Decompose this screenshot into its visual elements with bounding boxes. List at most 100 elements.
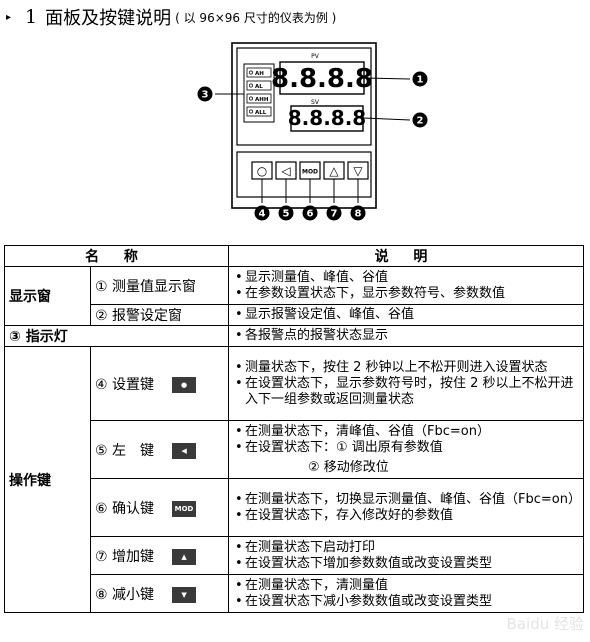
callout-number: 8 — [355, 209, 362, 220]
section-title: 面板及按键说明 — [45, 8, 172, 29]
keypad-buttons: ○ ◁ MOD △ ▽ — [251, 161, 369, 180]
desc-item: 在设置状态下减小参数数值或改变设置类型 — [235, 594, 579, 610]
table-row: ⑧ 减小键▼ 在测量状态下，清测量值 在设置状态下减小参数数值或改变设置类型 — [5, 574, 584, 613]
table-header-row: 名 称 说 明 — [4, 245, 584, 267]
section-number: 1 — [25, 6, 38, 28]
callout-4: 4 — [254, 179, 270, 221]
row-name: ① 测量值显示窗 — [90, 266, 229, 305]
key-symbol: MOD — [302, 169, 318, 176]
row-name: ④ 设置键● — [90, 346, 229, 421]
indicator-label: ALL — [255, 110, 267, 116]
desc-item: 显示报警设定值、峰值、谷值 — [235, 307, 579, 323]
row-description: 显示测量值、峰值、谷值 在参数设置状态下，显示参数符号、参数数值 — [228, 266, 584, 305]
callout-1: 1 — [361, 71, 428, 87]
desc-item: 在参数设置状态下，显示参数符号、参数数值 — [235, 286, 579, 302]
table-row: ② 报警设定窗 显示报警设定值、峰值、谷值 — [5, 304, 584, 326]
table-row: 显示窗 ① 测量值显示窗 显示测量值、峰值、谷值 在参数设置状态下，显示参数符号… — [4, 266, 584, 326]
desc-item: 在测量状态下，清测量值 — [235, 578, 579, 594]
section-heading: ▸ 1 面板及按键说明 ( 以 96×96 尺寸的仪表为例 ) — [6, 6, 337, 29]
set-key-icon: ● — [172, 376, 197, 393]
indicator-name: ③ 指示灯 — [4, 325, 229, 347]
indicator-al: AL — [246, 80, 272, 91]
section-note: ( 以 96×96 尺寸的仪表为例 ) — [175, 10, 337, 25]
desc-item: 各报警点的报警状态显示 — [235, 328, 579, 344]
panel-key[interactable]: MOD — [299, 161, 321, 180]
keypad-area — [236, 151, 372, 198]
instrument-panel-diagram: PV 8.8.8.8 SV 8.8.8.8 AH AL AHH ALL ○ ◁ MOD △ ▽… — [197, 42, 428, 221]
display-area — [236, 47, 372, 146]
table-row: ⑦ 增加键▲ 在测量状态下启动打印 在设置状态下增加参数数值或改变设置类型 — [5, 536, 584, 575]
desc-item: 在设置状态下：① 调出原有参数值 — [235, 440, 579, 456]
row-description: 显示报警设定值、峰值、谷值 — [228, 304, 584, 326]
desc-item: 在设置状态下，存入修改好的参数值 — [235, 508, 579, 524]
panel-key[interactable]: ▽ — [347, 161, 369, 180]
row-description: 在测量状态下，清测量值 在设置状态下减小参数数值或改变设置类型 — [228, 574, 584, 613]
panel-key[interactable]: ◁ — [275, 161, 297, 180]
watermark: Baidu 经验 — [506, 615, 584, 633]
desc-item: 在测量状态下，清峰值、谷值（Fbc=on） — [235, 424, 579, 440]
callout-number: 1 — [417, 75, 424, 86]
row-name: ⑤ 左 键◀ — [90, 420, 229, 479]
indicator-ahh: AHH — [246, 93, 272, 104]
callout-number: 6 — [307, 209, 314, 220]
row-description: 测量状态下，按住 2 秒钟以上不松开则进入设置状态 在设置状态下，显示参数符号时… — [228, 346, 584, 421]
panel-key[interactable]: ○ — [251, 161, 273, 180]
row-name: ⑦ 增加键▲ — [90, 536, 229, 575]
row-description: 在测量状态下启动打印 在设置状态下增加参数数值或改变设置类型 — [228, 536, 584, 575]
indicator-lamps: AH AL AHH ALL — [246, 67, 272, 117]
desc-item: 显示测量值、峰值、谷值 — [235, 270, 579, 286]
left-key-icon: ◀ — [172, 442, 197, 459]
sv-label: SV — [311, 99, 320, 106]
callout-number: 5 — [283, 209, 290, 220]
indicator-group — [243, 63, 275, 123]
callout-number: 7 — [331, 209, 338, 220]
callout-5: 5 — [278, 179, 294, 221]
callout-8: 8 — [350, 179, 366, 221]
callout-6: 6 — [302, 179, 318, 221]
table-row: 操作键 ④ 设置键● 测量状态下，按住 2 秒钟以上不松开则进入设置状态 在设置… — [4, 346, 584, 613]
desc-item: 测量状态下，按住 2 秒钟以上不松开则进入设置状态 — [235, 360, 579, 376]
row-description: 在测量状态下，清峰值、谷值（Fbc=on） 在设置状态下：① 调出原有参数值 ②… — [228, 420, 584, 479]
callout-3: 3 — [197, 86, 244, 102]
key-symbol: ▽ — [353, 164, 363, 178]
callout-7: 7 — [326, 179, 342, 221]
desc-subitem: ② 移动修改位 — [308, 460, 389, 475]
indicator-ah: AH — [246, 67, 272, 78]
callout-number: 4 — [259, 209, 266, 220]
spec-table: 名 称 说 明 显示窗 ① 测量值显示窗 显示测量值、峰值、谷值 在参数设置状态… — [4, 245, 584, 613]
header-description: 说 明 — [228, 245, 584, 267]
key-symbol: △ — [329, 164, 339, 178]
table-row: ③ 指示灯 各报警点的报警状态显示 — [4, 325, 584, 347]
key-symbol: ◁ — [280, 164, 290, 178]
callout-number: 3 — [202, 90, 209, 101]
table-row: ⑤ 左 键◀ 在测量状态下，清峰值、谷值（Fbc=on） 在设置状态下：① 调出… — [5, 420, 584, 479]
callout-number: 2 — [417, 116, 424, 127]
indicator-all: ALL — [246, 106, 272, 117]
up-key-icon: ▲ — [172, 548, 197, 565]
indicator-label: AHH — [255, 97, 269, 103]
row-description: 各报警点的报警状态显示 — [228, 325, 584, 347]
category-display: 显示窗 — [4, 266, 91, 326]
desc-item: 在测量状态下，切换显示测量值、峰值、谷值（Fbc=on） — [235, 492, 581, 508]
desc-item: 在设置状态下增加参数数值或改变设置类型 — [235, 556, 579, 572]
panel-frame — [231, 42, 377, 209]
header-name: 名 称 — [4, 245, 229, 267]
sv-display-digits: 8.8.8.8 — [288, 106, 366, 130]
row-name: ⑧ 减小键▼ — [90, 574, 229, 613]
mod-key-icon: MOD — [172, 500, 197, 517]
category-keys: 操作键 — [4, 346, 91, 613]
indicator-label: AL — [255, 84, 263, 90]
indicator-label: AH — [255, 71, 264, 77]
pv-label: PV — [311, 53, 320, 60]
row-description: 在测量状态下，切换显示测量值、峰值、谷值（Fbc=on） 在设置状态下，存入修改… — [228, 478, 584, 537]
pv-display-digits: 8.8.8.8 — [271, 64, 373, 94]
down-key-icon: ▼ — [172, 586, 197, 603]
row-name: ② 报警设定窗 — [90, 304, 229, 326]
panel-key[interactable]: △ — [323, 161, 345, 180]
desc-item: 在测量状态下启动打印 — [235, 540, 579, 556]
callout-markers: 1 2 3 4 5 6 7 8 — [197, 71, 428, 221]
callout-2: 2 — [362, 112, 428, 128]
desc-item: 在设置状态下，显示参数符号时，按住 2 秒以上不松开进入下一组参数或返回测量状态 — [235, 376, 579, 408]
